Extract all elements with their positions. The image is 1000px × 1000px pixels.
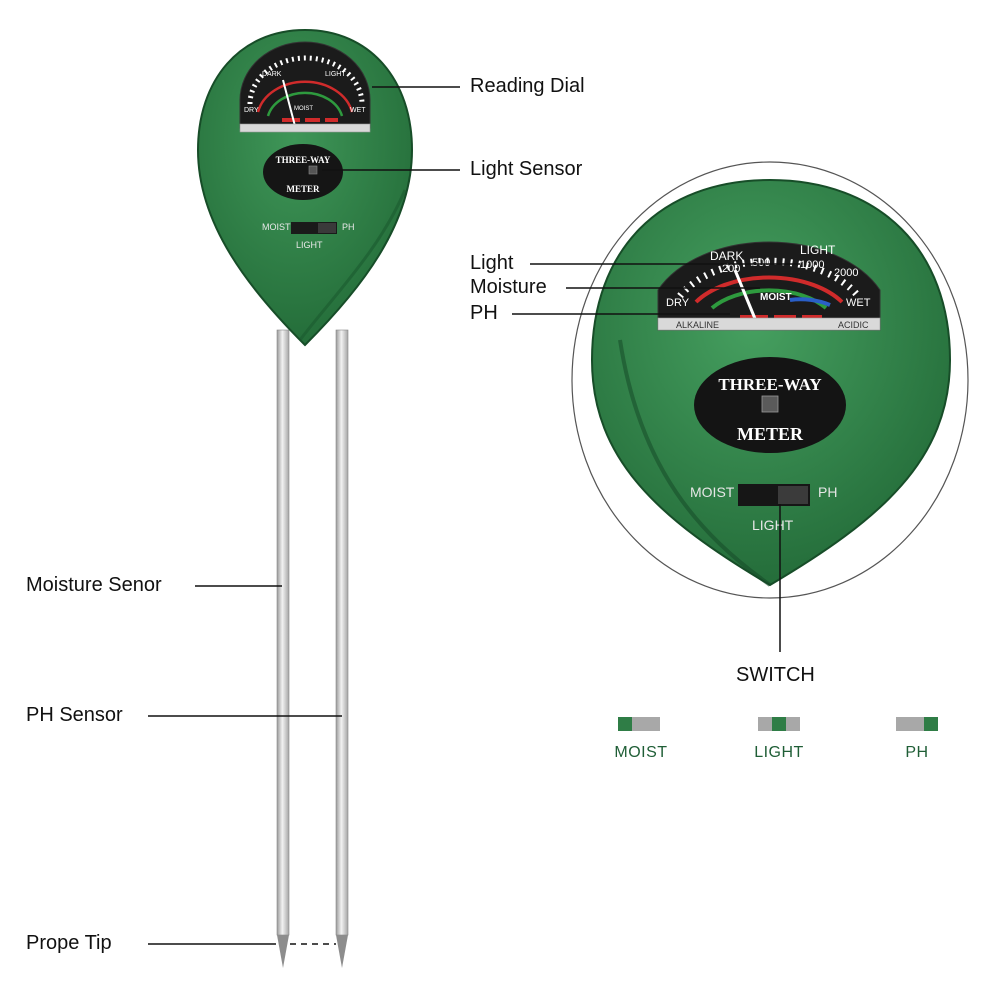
- callout-moisture-sensor: Moisture Senor: [26, 574, 162, 596]
- callout-reading-dial: Reading Dial: [470, 75, 585, 97]
- mode-swatch-light: [758, 717, 800, 731]
- dial-moist-label: MOIST: [294, 106, 313, 112]
- zoom-dial-alkaline: ALKALINE: [676, 320, 719, 330]
- zoom-badge-top: THREE-WAY: [718, 375, 821, 394]
- zoom-dial-dark: DARK: [710, 249, 743, 263]
- callout-moisture: Moisture: [470, 276, 547, 298]
- zoom-ph-strip: [657, 317, 881, 331]
- zoom-dial-light-500: 500: [752, 257, 770, 269]
- zoom-dial-dry: DRY: [666, 297, 690, 309]
- mode-swatch-moist: [618, 717, 660, 731]
- mode-label-ph: PH: [905, 744, 929, 761]
- dial-dry-label: DRY: [244, 107, 259, 114]
- dial-ph-strip: [239, 123, 371, 133]
- callout-ph: PH: [470, 302, 498, 324]
- zoom-dial-acidic: ACIDIC: [838, 320, 869, 330]
- zoom-dial-wet: WET: [846, 297, 871, 309]
- light-sensor-window: [308, 165, 318, 175]
- zoom-dial-light-200: 200: [722, 263, 740, 275]
- switch-ph-text: PH: [342, 222, 355, 232]
- zoom-badge-bottom: METER: [737, 424, 804, 444]
- zoom-dial-moist: MOIST: [760, 292, 792, 303]
- zoom-switch-ph: PH: [818, 484, 837, 500]
- switch-light-text: LIGHT: [296, 240, 323, 250]
- mode-label-moist: MOIST: [614, 744, 668, 761]
- zoom-dial-light-2000: 2000: [834, 267, 858, 279]
- callout-probe-tip: Prope Tip: [26, 932, 112, 954]
- probe-right: [335, 329, 349, 968]
- badge-bottom-text: METER: [286, 184, 320, 194]
- zoom-switch-light: LIGHT: [752, 517, 794, 533]
- mode-label-light: LIGHT: [754, 744, 804, 761]
- dial-light-label: LIGHT: [325, 71, 346, 78]
- leader-lines: [148, 86, 800, 945]
- probe-left: [276, 329, 290, 968]
- dial-dark-label: DARK: [262, 71, 282, 78]
- zoom-badge: THREE-WAY METER: [694, 357, 846, 453]
- zoom-switch-moist: MOIST: [690, 484, 735, 500]
- callout-light-sensor: Light Sensor: [470, 158, 583, 180]
- zoom-dial-light-1000: 1000: [800, 259, 824, 271]
- badge-top-text: THREE-WAY: [276, 155, 331, 165]
- mode-swatch-ph: [896, 717, 938, 731]
- callout-switch: SWITCH: [736, 664, 815, 686]
- meter-switch: MOIST PH LIGHT: [262, 222, 355, 250]
- zoom-light-sensor-window: [761, 395, 779, 413]
- dial-wet-label: WET: [350, 107, 366, 114]
- callout-ph-sensor: PH Sensor: [26, 704, 123, 726]
- reading-dial: DARK LIGHT DRY WET MOIST: [239, 41, 371, 129]
- switch-moist-text: MOIST: [262, 222, 291, 232]
- callout-light: Light: [470, 252, 514, 274]
- meter-badge: THREE-WAY METER: [263, 144, 343, 200]
- zoom-switch: MOIST PH LIGHT: [690, 484, 837, 533]
- zoom-dial-light: LIGHT: [800, 243, 836, 257]
